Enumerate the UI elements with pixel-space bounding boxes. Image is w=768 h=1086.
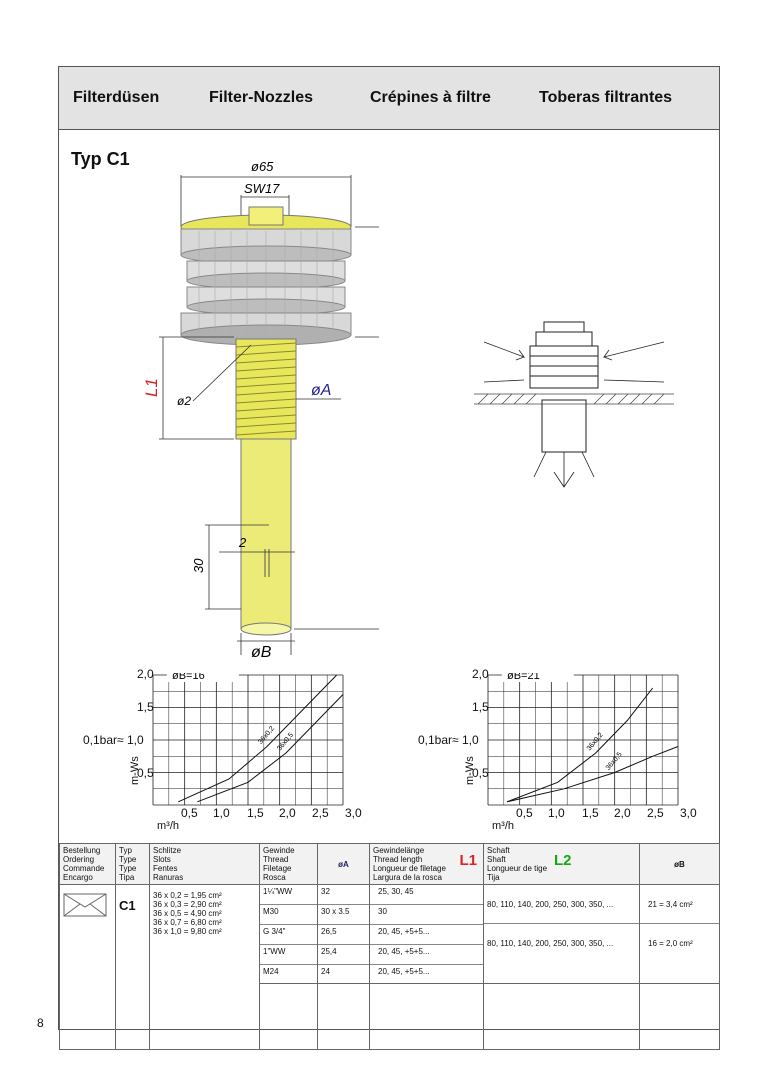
c2-ytick-10: 0,1bar≈ 1,0 <box>418 733 479 747</box>
flow-schematic <box>474 321 674 488</box>
c1-ylabel: m-Ws <box>129 756 141 785</box>
c2-xtick-5: 3,0 <box>680 806 697 820</box>
chart-title: øB=16 <box>172 673 205 682</box>
title-de: Filterdüsen <box>73 89 160 106</box>
c2-xtick-1: 1,0 <box>548 806 565 820</box>
series-label-0: 36x0,2 <box>257 725 276 746</box>
series-label-0: 36x0,2 <box>586 732 605 753</box>
c1-xtick-2: 1,5 <box>247 806 264 820</box>
order-cell <box>59 884 116 1050</box>
title-bg <box>166 673 239 682</box>
page-number: 8 <box>37 1016 44 1030</box>
chart-right: 2,0 1,5 0,1bar≈ 1,0 0,5 0,5 1,0 1,5 2,0 … <box>404 667 704 837</box>
thread-col: 1¼"WW M30 G 3/4" 1"WW M24 <box>259 884 318 984</box>
c1-ytick-15: 1,5 <box>137 700 154 714</box>
dim-db: øB <box>251 644 272 657</box>
c1-xtick-3: 2,0 <box>279 806 296 820</box>
dim-2: 2 <box>238 535 247 550</box>
h-db: øB <box>639 843 720 885</box>
title-fr: Crépines à filtre <box>370 89 491 106</box>
dim-sw17: SW17 <box>244 181 280 196</box>
nozzle-drawing: ø65 SW17 <box>142 159 379 657</box>
series-line-0 <box>506 687 654 803</box>
type-title: Typ C1 <box>71 149 130 169</box>
dim-d65: ø65 <box>251 159 274 174</box>
chart-left: 2,0 1,5 0,1bar≈ 1,0 0,5 0,5 1,0 1,5 2,0 … <box>69 667 369 837</box>
datasheet: Filterdüsen Filter-Nozzles Crépines à fi… <box>58 66 720 1050</box>
c1-xlabel: m³/h <box>157 820 179 832</box>
c2-ylabel: m-Ws <box>464 756 476 785</box>
envelope-icon <box>63 893 107 917</box>
c2-xtick-0: 0,5 <box>516 806 533 820</box>
c2-xtick-3: 2,0 <box>614 806 631 820</box>
series-line-1 <box>197 694 344 803</box>
c1-ytick-10: 0,1bar≈ 1,0 <box>83 733 144 747</box>
dim-30: 30 <box>191 558 206 573</box>
c2-xtick-2: 1,5 <box>582 806 599 820</box>
h-l1: L1 <box>459 852 477 869</box>
title-en: Filter-Nozzles <box>209 89 314 106</box>
c1-ytick-05: 0,5 <box>137 766 154 780</box>
header-bar: Filterdüsen Filter-Nozzles Crépines à fi… <box>59 67 719 130</box>
c1-xtick-5: 3,0 <box>345 806 362 820</box>
h-da: øA <box>317 843 370 885</box>
h-l2: L2 <box>554 852 572 869</box>
title-bg <box>501 673 574 682</box>
c1-xtick-4: 2,5 <box>312 806 329 820</box>
c2-ytick-20: 2,0 <box>472 667 489 681</box>
c2-xtick-4: 2,5 <box>647 806 664 820</box>
c1-xtick-1: 1,0 <box>213 806 230 820</box>
da-col: 32 30 x 3.5 26,5 25,4 24 <box>317 884 370 984</box>
shaft-col: 80, 110, 140, 200, 250, 300, 350, ... 80… <box>483 884 640 984</box>
c2-ytick-05: 0,5 <box>472 766 489 780</box>
dim-d2: ø2 <box>177 394 191 408</box>
c2-xlabel: m³/h <box>492 820 514 832</box>
c2-ytick-15: 1,5 <box>472 700 489 714</box>
type-val: C1 <box>115 884 150 1050</box>
chart-title: øB=21 <box>507 673 540 682</box>
filter-head <box>180 228 352 346</box>
series-line-0 <box>178 674 338 803</box>
title-es: Toberas filtrantes <box>539 89 673 106</box>
dim-da: øA <box>311 382 331 399</box>
c1-ytick-20: 2,0 <box>137 667 154 681</box>
db-col: 21 = 3,4 cm² 16 = 2,0 cm² <box>639 884 720 984</box>
c1-xtick-0: 0,5 <box>181 806 198 820</box>
dim-l1: L1 <box>142 378 161 397</box>
series-line-1 <box>506 746 679 803</box>
l1-col: 25, 30, 45 30 20, 45, +5+5... 20, 45, +5… <box>369 884 484 984</box>
